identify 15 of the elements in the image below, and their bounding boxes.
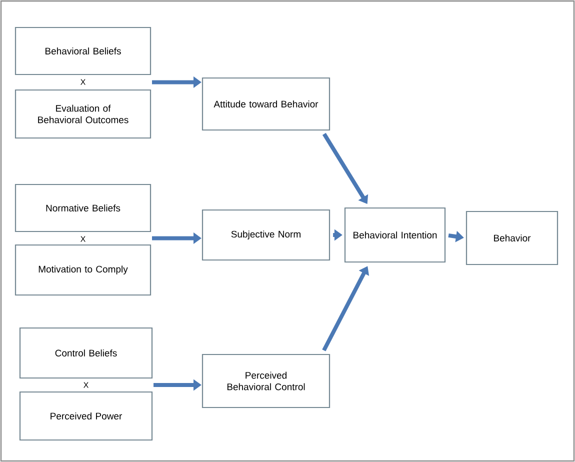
process-box: Behavior [466,210,558,266]
process-box: Behavioral Beliefs [14,26,152,76]
process-box: Control Beliefs [19,327,153,379]
process-box: Behavioral Intention [344,207,446,263]
process-box: Attitude toward Behavior [202,77,330,131]
process-box: Normative Beliefs [14,184,152,232]
operator-label: X [80,236,86,242]
process-box: Evaluation of Behavioral Outcomes [14,89,152,139]
arrow [322,132,368,204]
process-box: Perceived Power [19,391,153,441]
operator-label: X [80,79,86,85]
process-box: Motivation to Comply [14,244,152,296]
process-box: Subjective Norm [202,209,330,261]
process-box: Perceived Behavioral Control [202,354,330,408]
operator-label: X [84,382,88,388]
